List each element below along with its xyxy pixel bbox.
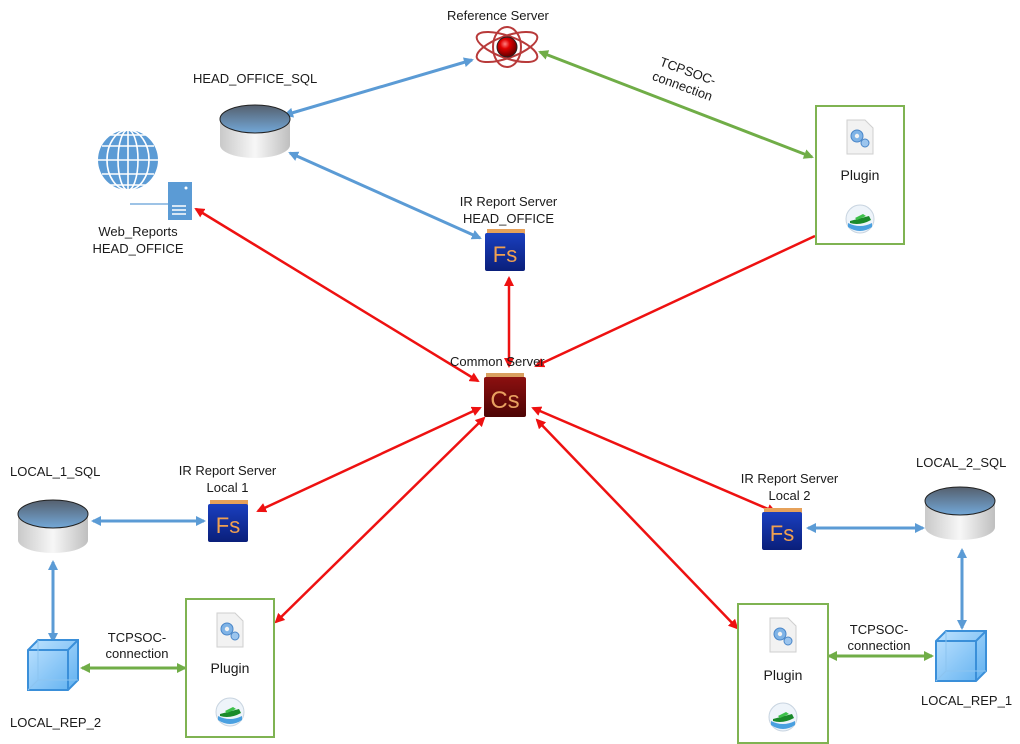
ir-local-1-label-line2: Local 1 (206, 480, 249, 495)
edge-plugintop-common (534, 234, 816, 368)
local-2-sql-label: LOCAL_2_SQL (916, 455, 1007, 470)
edge-webreports-common (194, 207, 480, 383)
ir-local-1-label: IR Report Server Local 1 (165, 462, 290, 496)
dll-file-icon (846, 119, 874, 155)
plugin-left-label: Plugin (210, 660, 250, 676)
ir-head-office-label-line1: IR Report Server (459, 194, 558, 209)
plugin-top-label: Plugin (840, 167, 880, 183)
svg-text:Fs: Fs (216, 513, 240, 538)
database-icon[interactable] (924, 486, 996, 540)
cube-icon[interactable] (935, 630, 987, 682)
tcpsoc-label-left-line1: TCPSOC- (107, 630, 167, 645)
fs-app-icon[interactable]: Fs (208, 500, 248, 542)
edge-irlocal1-common (256, 406, 482, 513)
cs-app-icon[interactable]: Cs (484, 373, 526, 417)
database-icon[interactable] (17, 499, 89, 553)
cube-icon[interactable] (27, 639, 79, 691)
edge-reference-plugintop (538, 50, 814, 159)
ir-head-office-label: IR Report Server HEAD_OFFICE (446, 193, 571, 227)
edge-pluginright-common (535, 418, 739, 630)
atom-icon[interactable] (473, 26, 541, 69)
web-reports-label-line1: Web_Reports (98, 224, 178, 239)
ir-local-2-label-line1: IR Report Server (740, 471, 839, 486)
database-icon[interactable] (219, 104, 291, 158)
tcpsoc-label-left-line2: connection (105, 646, 169, 661)
svg-text:Fs: Fs (770, 521, 794, 546)
ship-icon (768, 702, 798, 732)
plugin-box-left[interactable]: Plugin (185, 598, 275, 738)
web-reports-label: Web_Reports HEAD_OFFICE (88, 223, 188, 257)
plugin-right-label: Plugin (763, 667, 803, 683)
ship-icon (215, 697, 245, 727)
tcpsoc-label-right: TCPSOC- connection (834, 622, 924, 654)
fs-app-icon[interactable]: Fs (485, 229, 525, 271)
edge-pluginleft-common (274, 416, 486, 624)
ir-local-1-label-line1: IR Report Server (178, 463, 277, 478)
ir-head-office-label-line2: HEAD_OFFICE (462, 211, 554, 226)
tcpsoc-label-right-line1: TCPSOC- (849, 622, 909, 637)
dll-file-icon (769, 617, 797, 653)
plugin-box-right[interactable]: Plugin (737, 603, 829, 744)
local-rep-1-label: LOCAL_REP_1 (921, 693, 1013, 708)
local-rep-2-label: LOCAL_REP_2 (10, 715, 102, 730)
common-server-label: Common Server (450, 354, 545, 369)
reference-server-label: Reference Server (447, 8, 549, 23)
plugin-box-top[interactable]: Plugin (815, 105, 905, 245)
web-reports-label-line2: HEAD_OFFICE (92, 241, 184, 256)
tcpsoc-label-right-line2: connection (847, 638, 911, 653)
fs-app-icon[interactable]: Fs (762, 508, 802, 550)
edge-headsql-reference (283, 57, 474, 118)
local-1-sql-label: LOCAL_1_SQL (10, 464, 101, 479)
tcpsoc-label-left: TCPSOC- connection (92, 630, 182, 662)
svg-text:Fs: Fs (493, 242, 517, 267)
ir-local-2-label-line2: Local 2 (768, 488, 811, 503)
globe-server-icon[interactable] (98, 129, 192, 220)
ir-local-2-label: IR Report Server Local 2 (727, 470, 852, 504)
head-office-sql-label: HEAD_OFFICE_SQL (193, 71, 318, 86)
edges (48, 50, 967, 673)
svg-text:Cs: Cs (490, 387, 519, 414)
ship-icon (845, 204, 875, 234)
dll-file-icon (216, 612, 244, 648)
